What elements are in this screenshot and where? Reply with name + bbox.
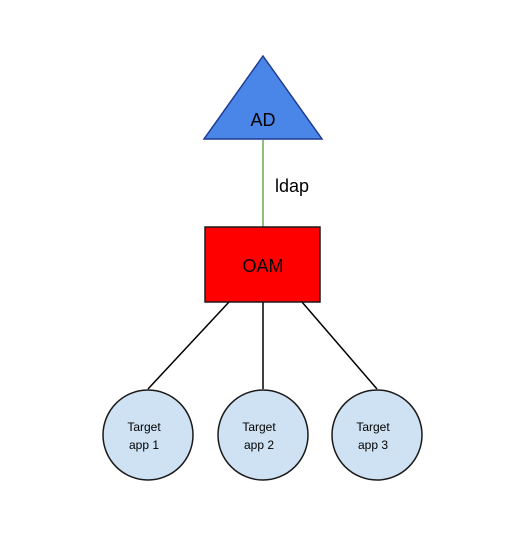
target-app-3-label-line1: Target — [356, 420, 390, 434]
ad-triangle-node — [202, 54, 324, 140]
connector-line-oam-target-1 — [147, 301, 230, 390]
target-app-2-node — [217, 389, 309, 481]
connector-line-oam-target-3 — [301, 301, 378, 390]
target-app-2-label-line1: Target — [242, 420, 276, 434]
target-app-1-node — [102, 389, 194, 481]
target-app-1-label-line1: Target — [127, 420, 161, 434]
target-app-1-label-line2: app 1 — [129, 438, 159, 452]
ldap-label: ldap — [275, 176, 309, 196]
target-app-3-node — [331, 389, 423, 481]
oam-label: OAM — [242, 256, 283, 276]
target-app-2-label-line2: app 2 — [244, 438, 274, 452]
target-app-3-label-line2: app 3 — [358, 438, 388, 452]
oam-box-node — [204, 226, 321, 303]
ad-label: AD — [250, 110, 275, 130]
